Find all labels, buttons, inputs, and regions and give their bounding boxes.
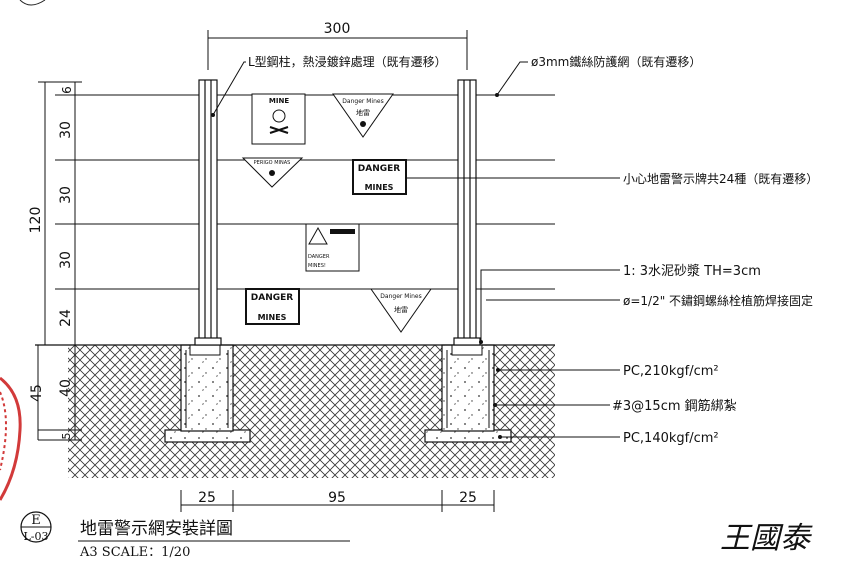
sign-small-triangle: PERIGO MINAS	[241, 157, 304, 188]
svg-text:MINES: MINES	[365, 183, 394, 192]
svg-text:DANGER: DANGER	[308, 254, 330, 260]
svg-text:地雷: 地雷	[394, 305, 408, 314]
svg-text:30: 30	[58, 121, 74, 139]
svg-text:45: 45	[29, 384, 45, 402]
title-name: 地雷警示網安裝詳圖	[80, 519, 233, 539]
dim-top-label: 300	[324, 21, 351, 37]
svg-text:MINES!: MINES!	[308, 263, 326, 269]
svg-text:Danger Mines: Danger Mines	[342, 98, 383, 105]
svg-text:Danger Mines: Danger Mines	[380, 293, 421, 300]
leaders	[212, 61, 620, 438]
svg-text:PERIGO MINAS: PERIGO MINAS	[254, 160, 291, 166]
dim-bottom-95: 95	[328, 490, 346, 506]
label-mortar: 1: 3水泥砂漿 TH=3cm	[623, 264, 761, 279]
stamp-arc-top	[19, 0, 46, 6]
post-right	[453, 79, 481, 346]
svg-text:MINE: MINE	[269, 97, 289, 105]
sign-danger-box-2: DANGER MINES	[245, 288, 300, 325]
post-left	[194, 79, 222, 346]
footing-right	[424, 344, 512, 443]
sign-danger-box-1: DANGER MINES	[352, 159, 407, 195]
dim-bottom-25b: 25	[459, 490, 477, 506]
dim-bottom-25a: 25	[198, 490, 216, 506]
leader-dots	[211, 93, 502, 439]
label-rebar: #3@15cm 鋼筋綁紮	[612, 398, 737, 414]
dim-top	[207, 30, 468, 70]
title-scale: A3 SCALE：1/20	[79, 545, 190, 560]
red-seal	[0, 376, 22, 501]
svg-text:5: 5	[60, 433, 73, 440]
sign-danger-triangle-1: Danger Mines 地雷	[332, 93, 394, 138]
svg-text:地雷: 地雷	[356, 108, 370, 117]
svg-text:40: 40	[58, 379, 74, 397]
dim-bottom	[180, 490, 495, 512]
svg-text:30: 30	[58, 186, 74, 204]
sign-danger-triangle-2: Danger Mines 地雷	[370, 288, 432, 333]
svg-text:30: 30	[58, 251, 74, 269]
dim-left-labels: 120 6 30 30 30 24 45 40 5	[28, 86, 74, 439]
label-post: L型鋼柱，熱浸鍍鋅處理（既有遷移）	[248, 54, 447, 69]
label-pc140: PC,140kgf/cm²	[623, 431, 719, 446]
svg-text:DANGER: DANGER	[358, 164, 401, 174]
sign-mine-square: MINE	[251, 93, 306, 145]
signature: 王國泰	[720, 521, 813, 556]
svg-text:6: 6	[60, 86, 74, 94]
sign-triangle-box: DANGER MINES!	[305, 223, 360, 272]
label-signs: 小心地雷警示牌共24種（既有遷移）	[623, 171, 818, 186]
footing-left	[164, 344, 251, 443]
title-block	[20, 511, 350, 543]
svg-text:120: 120	[28, 207, 44, 234]
label-bolt: ø=1/2" 不鏽鋼螺絲栓植筋焊接固定	[623, 293, 813, 308]
dim-left	[37, 81, 82, 441]
svg-text:DANGER: DANGER	[251, 293, 294, 303]
svg-text:MINES: MINES	[258, 313, 287, 322]
label-pc210: PC,210kgf/cm²	[623, 364, 719, 379]
title-sheet: L-03	[23, 530, 48, 543]
label-mesh: ø3mm鐵絲防護網（既有遷移）	[531, 54, 701, 69]
title-letter: E	[31, 513, 41, 528]
rebar	[185, 350, 490, 428]
svg-text:24: 24	[58, 309, 74, 327]
